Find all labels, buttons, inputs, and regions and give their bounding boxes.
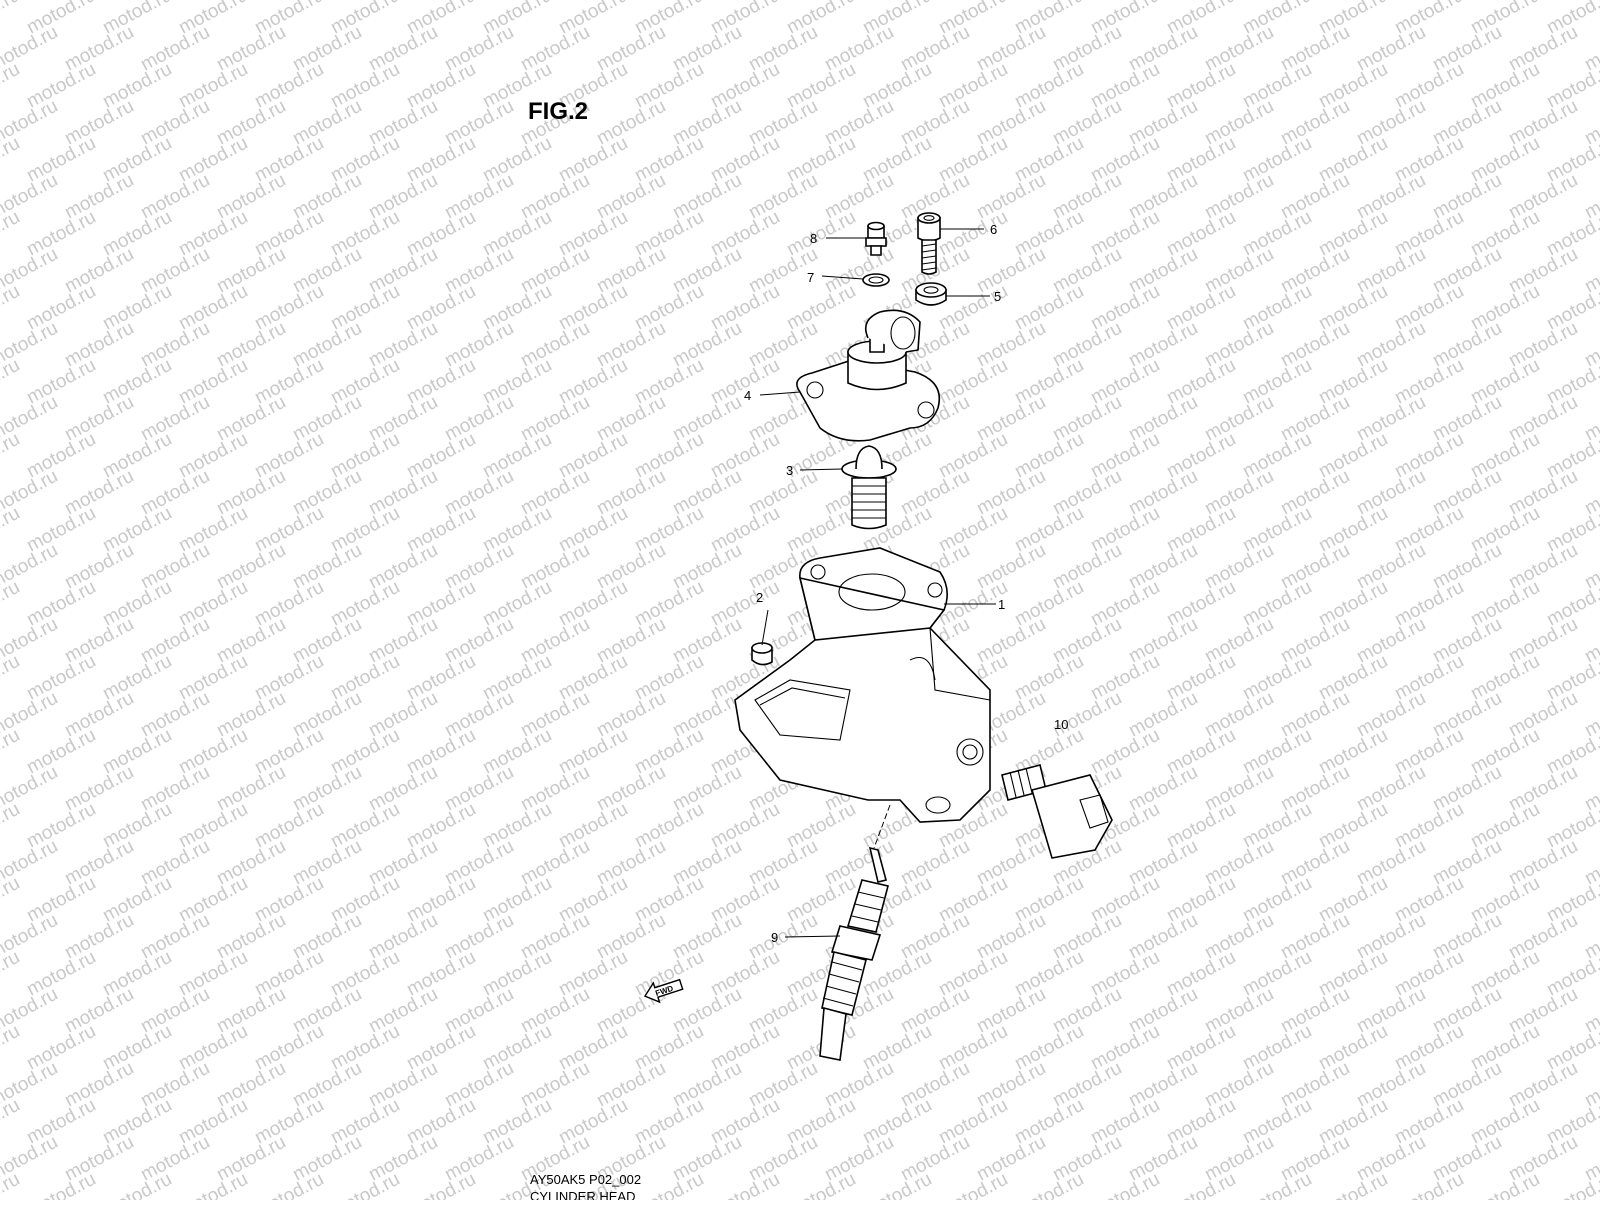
leader-3 — [799, 468, 843, 471]
watermark-text: motod.ru — [783, 1169, 859, 1200]
watermark-text: motod.ru — [0, 873, 23, 927]
figure-name: CYLINDER HEAD — [530, 1189, 636, 1200]
watermark-text: motod.ru — [0, 1021, 23, 1075]
watermark-text: motod.ru — [0, 651, 23, 705]
watermark-text: motod.ru — [0, 725, 23, 779]
part-10-temperature-sensor — [1001, 764, 1113, 859]
watermark-text: motod.ru — [0, 133, 23, 187]
watermark-text: motod.ru — [99, 1169, 175, 1200]
watermark-text: motod.ru — [0, 799, 23, 853]
watermark-text: motod.ru — [1011, 1169, 1087, 1200]
watermark-text: motod.ru — [0, 577, 23, 631]
part-2-plug — [751, 642, 773, 666]
watermark-text: motod.ru — [0, 947, 23, 1001]
leader-4 — [759, 391, 801, 396]
part-7-washer — [862, 273, 890, 287]
callout-1: 1 — [998, 597, 1005, 612]
callout-7: 7 — [807, 270, 814, 285]
callout-8: 8 — [810, 231, 817, 246]
part-6-bolt — [917, 212, 941, 275]
part-1-housing — [734, 547, 991, 823]
watermark-text: motod.ru — [0, 281, 23, 335]
callout-9: 9 — [771, 930, 778, 945]
watermark-text: motod.ru — [403, 1169, 479, 1200]
watermark-text: motod.ru — [0, 1169, 23, 1200]
watermark-text: motod.ru — [0, 207, 23, 261]
watermark-text: motod.ru — [175, 1169, 251, 1200]
watermark-text: motod.ru — [1391, 1169, 1467, 1200]
watermark-text: motod.ru — [1581, 0, 1600, 1]
part-9-spark-plug — [819, 846, 889, 1061]
watermark-text: motod.ru — [631, 1169, 707, 1200]
leader-2 — [761, 609, 769, 646]
callout-6: 6 — [990, 222, 997, 237]
watermark-text: motod.ru — [0, 355, 23, 409]
watermark-text: motod.ru — [1467, 1169, 1543, 1200]
part-8-bolt — [865, 221, 887, 256]
figure-code: AY50AK5 P02_002 — [530, 1172, 642, 1187]
callout-2: 2 — [756, 590, 763, 605]
leader-9 — [784, 935, 841, 938]
callout-5: 5 — [994, 289, 1001, 304]
leader-7 — [821, 275, 864, 280]
watermark-text: motod.ru — [1239, 1169, 1315, 1200]
figure-title: FIG.2 — [528, 98, 589, 125]
watermark-text: motod.ru — [0, 1095, 23, 1149]
watermark-text: motod.ru — [251, 1169, 327, 1200]
watermark-text: motod.ru — [707, 1169, 783, 1200]
watermark-text: motod.ru — [23, 1169, 99, 1200]
watermark-text: motod.ru — [0, 429, 23, 483]
leader-spark-axis — [873, 804, 891, 849]
callout-10: 10 — [1054, 717, 1068, 732]
watermark-text: motod.ru — [859, 1169, 935, 1200]
callout-3: 3 — [786, 463, 793, 478]
callout-4: 4 — [744, 388, 751, 403]
watermark-text: motod.ru — [0, 59, 23, 113]
watermark-text: motod.ru — [1087, 1169, 1163, 1200]
watermark-text: motod.ru — [935, 1169, 1011, 1200]
watermark-text: motod.ru — [0, 0, 23, 38]
part-5-collar — [915, 282, 947, 306]
watermark-text: motod.ru — [0, 503, 23, 557]
watermark-text: motod.ru — [1315, 1169, 1391, 1200]
watermark-text: motod.ru — [1163, 1169, 1239, 1200]
part-4-thermostat-cover — [796, 309, 940, 442]
watermark-text: motod.ru — [327, 1169, 403, 1200]
